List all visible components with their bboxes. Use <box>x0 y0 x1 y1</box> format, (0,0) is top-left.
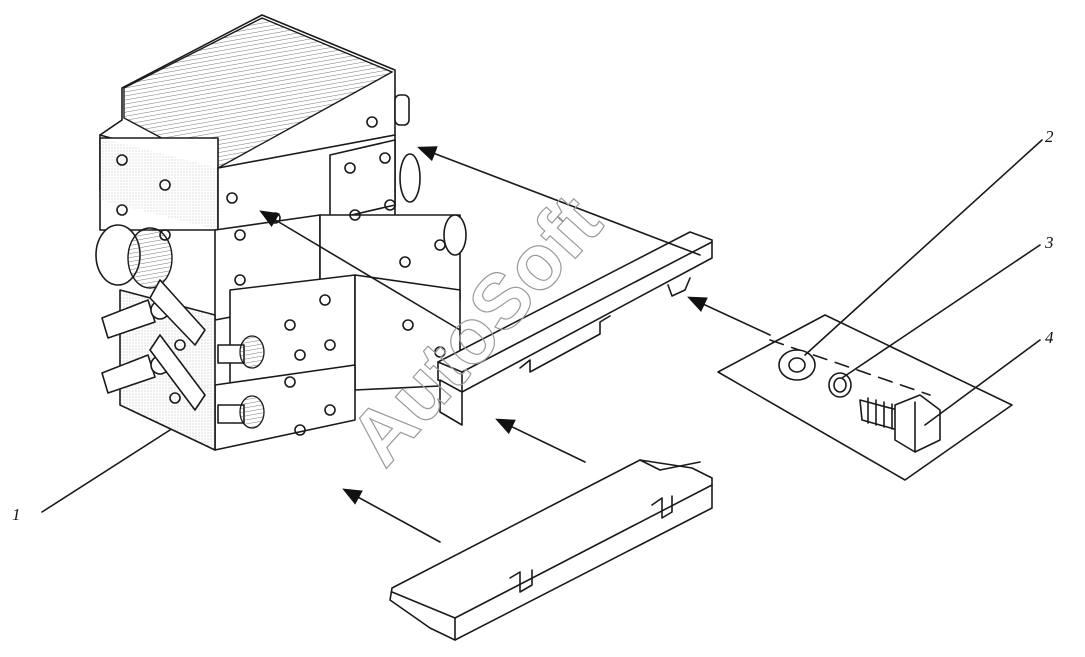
leader-2 <box>804 139 1043 356</box>
spring-washer <box>828 372 852 398</box>
arrow-strip-to-top <box>417 146 701 256</box>
leader-lines <box>41 139 1043 513</box>
arrow-strip-to-middle <box>259 210 461 331</box>
adjuster-screw-upper <box>217 335 265 369</box>
callout-4: 4 <box>1045 328 1054 347</box>
assembly-arrows <box>259 146 771 543</box>
lever-upper <box>101 299 156 339</box>
side-knob-middle <box>443 214 467 256</box>
flat-washer <box>778 349 816 381</box>
lever-lower <box>101 354 156 394</box>
arrow-trough-right <box>495 418 586 463</box>
fastener-panel-outline <box>717 314 1013 481</box>
leader-1 <box>41 429 171 513</box>
fastener-group <box>717 314 1013 481</box>
arrow-fasteners <box>687 296 771 336</box>
arrow-trough-left <box>342 488 441 543</box>
upper-cover-strip <box>437 231 713 426</box>
top-housing-hatched-face <box>123 17 394 169</box>
hex-bolt <box>859 394 941 453</box>
side-knob-upper <box>399 153 421 203</box>
leader-4 <box>924 339 1041 426</box>
callout-3: 3 <box>1044 233 1054 252</box>
leader-3 <box>841 244 1041 379</box>
adjuster-screw-lower <box>217 395 265 429</box>
lower-cover-trough <box>389 459 713 641</box>
callout-1: 1 <box>12 505 21 524</box>
callout-2: 2 <box>1045 127 1054 146</box>
